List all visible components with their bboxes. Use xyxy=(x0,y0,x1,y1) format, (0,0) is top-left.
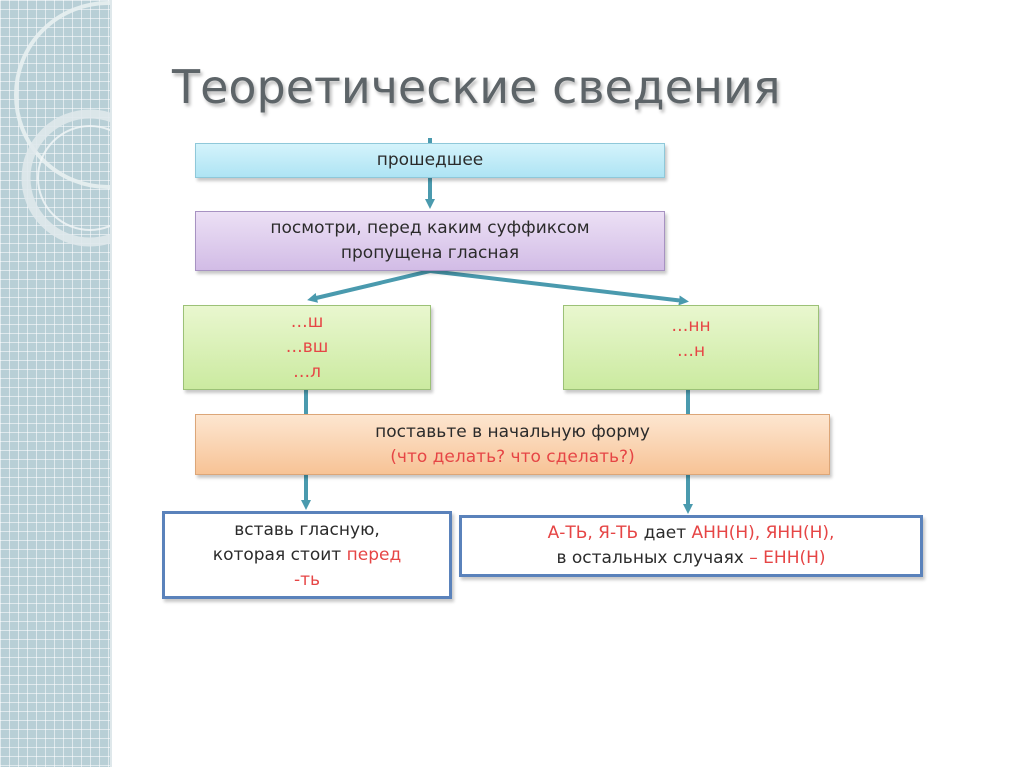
left-suffix-item: …ш xyxy=(290,312,324,332)
right-result-red2: АНН(Н), ЯНН(Н), xyxy=(691,523,835,543)
left-suffix-item: …вш xyxy=(285,337,329,357)
node-initial-form-line2: (что делать? что сделать?) xyxy=(390,446,635,467)
node-right-suffixes: …нн …н xyxy=(563,305,819,390)
left-result-line1: вставь гласную, xyxy=(234,519,380,540)
node-right-result: А-ТЬ, Я-ТЬ дает АНН(Н), ЯНН(Н), в осталь… xyxy=(459,515,923,577)
right-suffix-item: …нн xyxy=(671,316,711,336)
node-past: прошедшее xyxy=(195,143,665,178)
right-result-line1: А-ТЬ, Я-ТЬ дает АНН(Н), ЯНН(Н), xyxy=(548,521,835,546)
right-result-text1: дает xyxy=(638,523,692,543)
right-suffix-item: …н xyxy=(676,341,706,361)
left-result-line2-red: перед xyxy=(346,544,402,565)
node-look-line1: посмотри, перед каким суффиксом xyxy=(270,218,590,238)
node-left-result: вставь гласную, которая стоит перед -ть xyxy=(162,511,452,599)
left-suffix-item: …л xyxy=(293,362,321,382)
node-look-line2: пропущена гласная xyxy=(340,243,520,263)
arrow-look-to-left xyxy=(307,269,431,303)
decorative-sidebar xyxy=(0,0,112,767)
right-result-line2: в остальных случаях – ЕНН(Н) xyxy=(556,546,825,571)
node-left-suffixes: …ш …вш …л xyxy=(183,305,431,390)
decorative-circles xyxy=(14,1,110,247)
node-initial-form: поставьте в начальную форму (что делать?… xyxy=(195,414,830,475)
left-result-line2-text: которая стоит xyxy=(212,544,347,565)
left-result-line3: -ть xyxy=(293,569,321,590)
left-result-line2: которая стоит перед xyxy=(213,543,401,568)
right-result-text2: в остальных случаях xyxy=(556,548,750,568)
right-result-red1: А-ТЬ, Я-ТЬ xyxy=(547,523,639,543)
node-past-label: прошедшее xyxy=(376,150,484,170)
page-title: Теоретические сведения xyxy=(172,60,781,114)
arrow-look-to-right xyxy=(429,269,689,306)
node-look-suffix: посмотри, перед каким суффиксом пропущен… xyxy=(195,211,665,271)
right-result-red3: – ЕНН(Н) xyxy=(749,548,826,568)
node-initial-form-line1: поставьте в начальную форму xyxy=(375,421,650,442)
